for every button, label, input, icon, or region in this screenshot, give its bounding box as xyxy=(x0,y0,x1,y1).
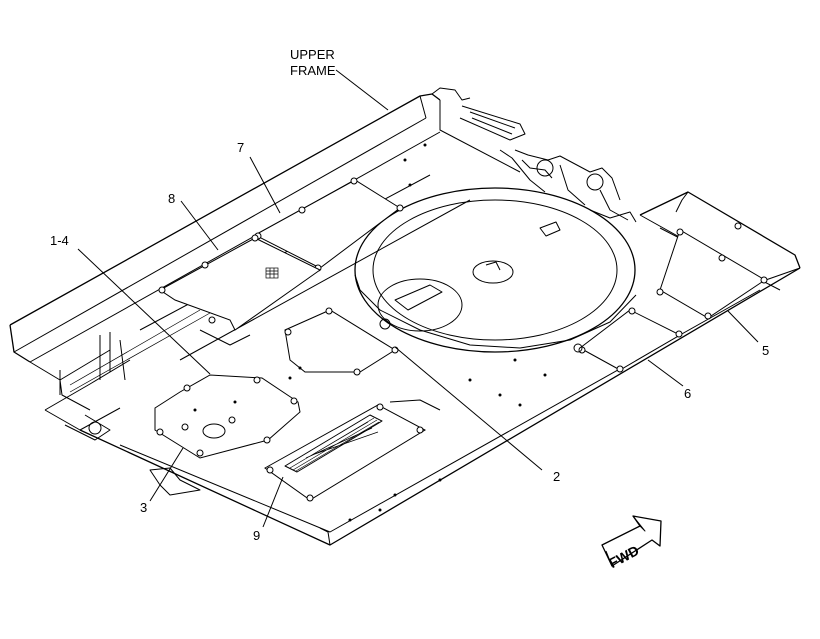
callout-1-4: 1-4 xyxy=(50,233,69,248)
callout-3: 3 xyxy=(140,500,147,515)
leader-lines xyxy=(77,69,759,528)
boom-mount xyxy=(431,87,637,223)
fwd-label: FWD xyxy=(606,542,642,571)
upper-frame-label-line1: UPPER xyxy=(290,47,335,62)
panel-6 xyxy=(573,307,683,373)
upper-frame-label-line2: FRAME xyxy=(290,63,336,78)
panel-5 xyxy=(656,228,768,320)
callout-2: 2 xyxy=(553,469,560,484)
callout-7: 7 xyxy=(237,140,244,155)
callout-5: 5 xyxy=(762,343,769,358)
panel-center xyxy=(284,307,399,380)
panel-9 xyxy=(149,399,441,502)
panel-8 xyxy=(158,234,321,331)
fwd-arrow-icon: FWD xyxy=(601,515,662,571)
panel-1-4 xyxy=(154,374,301,459)
rivets xyxy=(348,143,547,522)
callout-labels: UPPER FRAME 7 8 1-4 3 9 2 6 5 xyxy=(50,47,769,543)
swing-ring xyxy=(354,187,637,353)
callout-8: 8 xyxy=(168,191,175,206)
callout-6: 6 xyxy=(684,386,691,401)
upper-frame-body xyxy=(9,93,801,546)
callout-9: 9 xyxy=(253,528,260,543)
